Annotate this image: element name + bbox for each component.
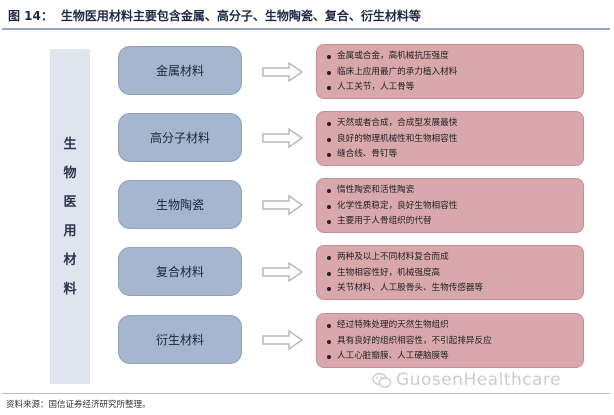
arrow-icon: [262, 261, 304, 283]
arrow-icon: [262, 127, 304, 149]
figure-label: 图 14：: [8, 8, 53, 23]
panel-metal: 金属或合金，高机械抗压强度 临床上应用最广的承力植入材料 人工关节，人工骨等: [316, 44, 584, 99]
list-item: 经过特殊处理的天然生物组织: [327, 318, 575, 334]
list-item: 良好的物理机械性和生物相容性: [327, 132, 575, 148]
panel-bioceramic: 惰性陶瓷和活性陶瓷 化学性质稳定，良好生物相容性 主要用于人骨组织的代替: [316, 178, 584, 233]
figure-title: 生物医用材料主要包含金属、高分子、生物陶瓷、复合、衍生材料等: [60, 8, 421, 23]
category-composite: 复合材料: [118, 247, 242, 296]
list-item: 缝合线、骨钉等: [327, 147, 575, 163]
list-item: 具有良好的组织相容性，不引起排异反应: [327, 334, 575, 350]
category-polymer: 高分子材料: [118, 113, 242, 162]
root-node-biomedical-materials: 生 物 医 用 材 料: [50, 49, 90, 384]
category-metal: 金属材料: [118, 46, 242, 95]
list-item: 人工心脏瓣膜、人工硬脑膜等: [327, 349, 575, 365]
arrow-icon: [262, 61, 304, 83]
root-label-char: 材: [63, 252, 77, 268]
list-item: 两种及以上不同材料复合而成: [327, 250, 575, 266]
list-item: 生物相容性好，机械强度高: [327, 266, 575, 282]
figure-header: 图 14： 生物医用材料主要包含金属、高分子、生物陶瓷、复合、衍生材料等: [2, 2, 610, 30]
source-note: 资料来源：国信证券经济研究所整理。: [6, 400, 151, 410]
category-bioceramic: 生物陶瓷: [118, 180, 242, 229]
root-label-char: 料: [63, 281, 77, 297]
wechat-icon: [372, 372, 392, 388]
watermark: GuosenHealthcare: [372, 370, 561, 390]
category-derived: 衍生材料: [118, 315, 242, 364]
list-item: 关节材料、人工股骨头、生物传感器等: [327, 281, 575, 297]
panel-polymer: 天然或者合成，合成型发展最快 良好的物理机械性和生物相容性 缝合线、骨钉等: [316, 111, 584, 166]
arrow-icon: [262, 329, 304, 351]
list-item: 人工关节，人工骨等: [327, 80, 575, 96]
panel-composite: 两种及以上不同材料复合而成 生物相容性好，机械强度高 关节材料、人工股骨头、生物…: [316, 245, 584, 300]
root-label-char: 物: [63, 165, 77, 181]
list-item: 临床上应用最广的承力植入材料: [327, 65, 575, 81]
footer-divider: [2, 393, 610, 394]
root-label-char: 医: [63, 194, 77, 210]
list-item: 化学性质稳定，良好生物相容性: [327, 199, 575, 215]
list-item: 惰性陶瓷和活性陶瓷: [327, 183, 575, 199]
watermark-text: GuosenHealthcare: [396, 370, 562, 390]
list-item: 天然或者合成，合成型发展最快: [327, 116, 575, 132]
root-label-char: 生: [63, 136, 77, 152]
list-item: 金属或合金，高机械抗压强度: [327, 49, 575, 65]
arrow-icon: [262, 194, 304, 216]
root-label-char: 用: [63, 223, 77, 239]
list-item: 主要用于人骨组织的代替: [327, 214, 575, 230]
panel-derived: 经过特殊处理的天然生物组织 具有良好的组织相容性，不引起排异反应 人工心脏瓣膜、…: [316, 313, 584, 368]
